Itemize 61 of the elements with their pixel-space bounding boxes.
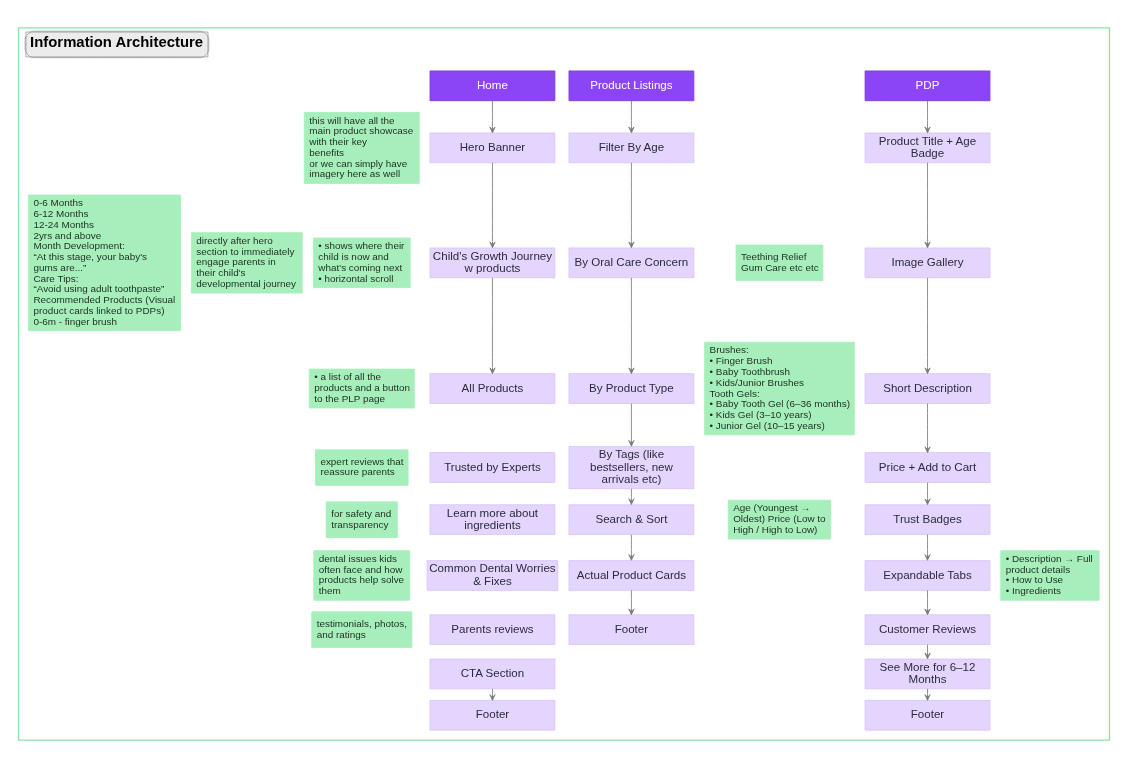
- arrow: [924, 589, 931, 616]
- node-box: By Product Type: [568, 373, 695, 404]
- node-box: this will have all the main product showcase with their key benefits or we can simply have imagery here as well: [303, 111, 420, 184]
- node-box: Common Dental Worries & Fixes: [426, 560, 559, 591]
- arrow: [924, 403, 931, 454]
- node-box: Footer: [429, 699, 556, 731]
- arrow: [924, 644, 931, 660]
- node-box: directly after hero section to immediately engage parents in their child's developmental journey: [190, 232, 303, 294]
- node-box: • a list of all the products and a button to the PLP page: [308, 368, 415, 409]
- node-box: Brushes: • Finger Brush • Baby Toothbrush • Kids/Junior Brushes Tooth Gels: • Baby Tooth Gel (6–36 months) • Kids Gel (3–10 years) • Junior Gel (10–15 years): [704, 341, 855, 436]
- arrow: [924, 688, 931, 701]
- node-box: Child's Growth Journey w products: [429, 247, 556, 279]
- arrow: [628, 100, 635, 134]
- node-box: CTA Section: [429, 658, 556, 690]
- arrow: [924, 534, 931, 561]
- node-box: expert reviews that reassure parents: [315, 449, 409, 486]
- arrow: [628, 277, 635, 375]
- node-box: Learn more about ingredients: [429, 504, 556, 535]
- arrow: [489, 100, 496, 134]
- node-box: Filter By Age: [568, 132, 695, 164]
- node-box: testimonials, photos, and ratings: [311, 611, 413, 648]
- node-box: Product Listings: [568, 70, 695, 102]
- node-box: Expandable Tabs: [864, 560, 991, 591]
- arrow: [489, 277, 496, 375]
- node-box: Footer: [864, 699, 991, 731]
- node-box: Age (Youngest → Oldest) Price (Low to High / High to Low): [727, 499, 832, 540]
- arrow: [628, 589, 635, 616]
- arrow: [628, 534, 635, 561]
- arrow: [489, 688, 496, 701]
- node-box: By Tags (like bestsellers, new arrivals etc): [568, 446, 695, 490]
- arrow: [489, 162, 496, 249]
- node-box: PDP: [864, 70, 991, 102]
- node-box: Product Title + Age Badge: [864, 132, 991, 164]
- node-box: Short Description: [864, 373, 991, 404]
- node-box: • shows where their child is now and what's coming next • horizontal scroll: [312, 237, 411, 289]
- node-box: for safety and transparency: [325, 501, 398, 538]
- node-box: Price + Add to Cart: [864, 452, 991, 483]
- node-box: Search & Sort: [568, 504, 695, 535]
- arrow: [924, 162, 931, 249]
- node-box: Trust Badges: [864, 504, 991, 535]
- node-box: • Description → Full product details • How to Use • Ingredients: [1000, 550, 1100, 601]
- node-box: Parents reviews: [429, 614, 556, 645]
- arrow: [924, 277, 931, 375]
- node-box: Home: [429, 70, 556, 102]
- node-box: Image Gallery: [864, 247, 991, 279]
- node-box: Hero Banner: [429, 132, 556, 164]
- node-box: By Oral Care Concern: [568, 247, 695, 279]
- arrow: [628, 162, 635, 249]
- node-box: See More for 6–12 Months: [864, 658, 991, 690]
- node-box: Footer: [568, 614, 695, 645]
- arrow: [628, 488, 635, 505]
- node-box: dental issues kids often face and how products help solve them: [313, 550, 411, 601]
- node-box: Customer Reviews: [864, 614, 991, 645]
- node-box: All Products: [429, 373, 556, 404]
- node-box: Teething Relief Gum Care etc etc: [735, 244, 824, 282]
- arrow: [924, 100, 931, 134]
- arrow: [924, 482, 931, 506]
- arrow: [628, 403, 635, 447]
- node-box: Trusted by Experts: [429, 452, 556, 483]
- node-box: 0-6 Months 6-12 Months 12-24 Months 2yrs and above Month Development: “At this stage, your baby's gums are...” Care Tips: “Avoid using adult toothpaste” Recommended Products (Visual product cards linked to PDPs) 0-6m - finger brush: [28, 194, 182, 332]
- node-box: Actual Product Cards: [568, 560, 695, 591]
